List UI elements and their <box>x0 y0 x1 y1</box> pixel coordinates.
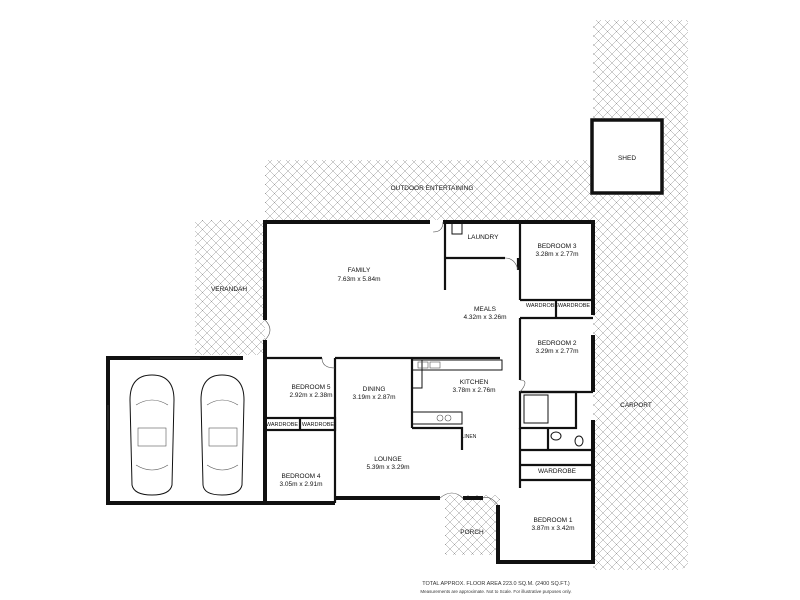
bathroom-fittings <box>523 394 584 447</box>
bedroom4-size: 3.05m x 2.91m <box>280 481 323 488</box>
carport-label: CARPORT <box>620 402 652 409</box>
bedroom3-size: 3.28m x 2.77m <box>536 251 579 258</box>
lounge-name: LOUNGE <box>374 456 402 463</box>
verandah-area <box>195 220 265 355</box>
floor-area-text: TOTAL APPROX. FLOOR AREA 223.0 SQ.M. (24… <box>422 581 570 587</box>
bedroom5-size: 2.92m x 2.38m <box>290 392 333 399</box>
kitchen-name: KITCHEN <box>460 379 489 386</box>
garage <box>106 356 265 505</box>
car-right <box>200 374 245 496</box>
exterior-walls <box>263 220 595 564</box>
carport-area <box>593 20 688 568</box>
wardrobe-b2-label: WARDROBE <box>558 303 591 309</box>
wardrobe-b3-label: WARDROBE <box>526 303 559 309</box>
wardrobe-b5-label: WARDROBE <box>266 422 299 428</box>
wardrobe-b4-label: WARDROBE <box>302 422 335 428</box>
wardrobe-b1-label: WARDROBE <box>538 468 577 475</box>
shed: SHED <box>590 118 664 195</box>
outdoor-hatching <box>195 20 688 570</box>
outdoor-label: OUTDOOR ENTERTAINING <box>391 185 474 192</box>
bedroom2-name: BEDROOM 2 <box>537 340 576 347</box>
dining-name: DINING <box>363 386 386 393</box>
dining-size: 3.19m x 2.87m <box>353 394 396 401</box>
bedroom2-size: 3.29m x 2.77m <box>536 348 579 355</box>
lounge-size: 5.39m x 3.29m <box>367 464 410 471</box>
disclaimer-text: Measurements are approximate. Not to Sca… <box>420 589 571 594</box>
bedroom1-size: 3.87m x 3.42m <box>532 525 575 532</box>
verandah-label: VERANDAH <box>211 286 247 293</box>
porch-area <box>445 495 500 555</box>
meals-name: MEALS <box>474 306 497 313</box>
bedroom3-name: BEDROOM 3 <box>537 243 576 250</box>
family-name: FAMILY <box>348 267 371 274</box>
room-labels: FAMILY 7.63m x 5.84m LAUNDRY BEDROOM 3 3… <box>211 185 652 536</box>
family-size: 7.63m x 5.84m <box>338 276 381 283</box>
porch-label: PORCH <box>460 529 484 536</box>
shed-label: SHED <box>618 155 636 162</box>
door-swings <box>264 221 526 506</box>
laundry-label: LAUNDRY <box>468 234 500 241</box>
outdoor-entertaining-strip <box>265 160 595 220</box>
car-left <box>129 374 175 496</box>
bedroom5-name: BEDROOM 5 <box>291 384 330 391</box>
interior-walls <box>263 222 593 503</box>
meals-size: 4.32m x 3.26m <box>464 314 507 321</box>
kitchen-fittings <box>411 221 503 425</box>
bedroom1-name: BEDROOM 1 <box>533 517 572 524</box>
linen-label: LINEN <box>462 434 477 440</box>
kitchen-size: 3.78m x 2.76m <box>453 387 496 394</box>
bedroom4-name: BEDROOM 4 <box>281 473 320 480</box>
footer: TOTAL APPROX. FLOOR AREA 223.0 SQ.M. (24… <box>420 581 571 594</box>
